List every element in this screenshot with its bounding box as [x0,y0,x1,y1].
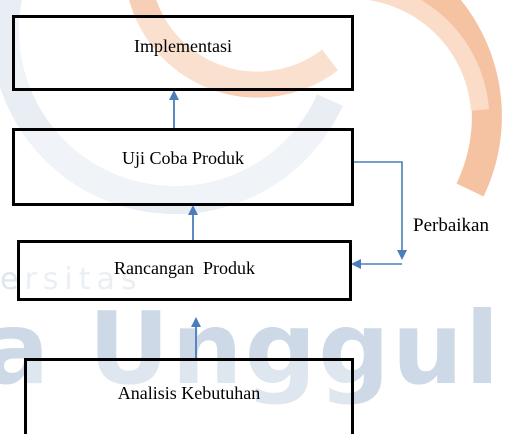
box-analisis-kebutuhan-label: Analisis Kebutuhan [117,383,261,403]
feedback-label-perbaikan: Perbaikan [413,215,489,236]
box-implementasi-label: Implementasi [134,36,232,56]
box-implementasi: Implementasi [12,15,354,91]
box-analisis-kebutuhan: Analisis Kebutuhan [24,358,354,434]
box-uji-coba-produk-label: Uji Coba Produk [121,148,244,168]
watermark-text-unggul: a Unggul [0,290,502,407]
box-rancangan-produk: Rancangan Produk [17,240,352,301]
watermark-text-ersitas: ersitas [0,262,143,297]
box-rancangan-produk-label: Rancangan Produk [114,258,255,278]
feedback-loop-line [354,161,407,260]
box-uji-coba-produk: Uji Coba Produk [12,128,354,206]
